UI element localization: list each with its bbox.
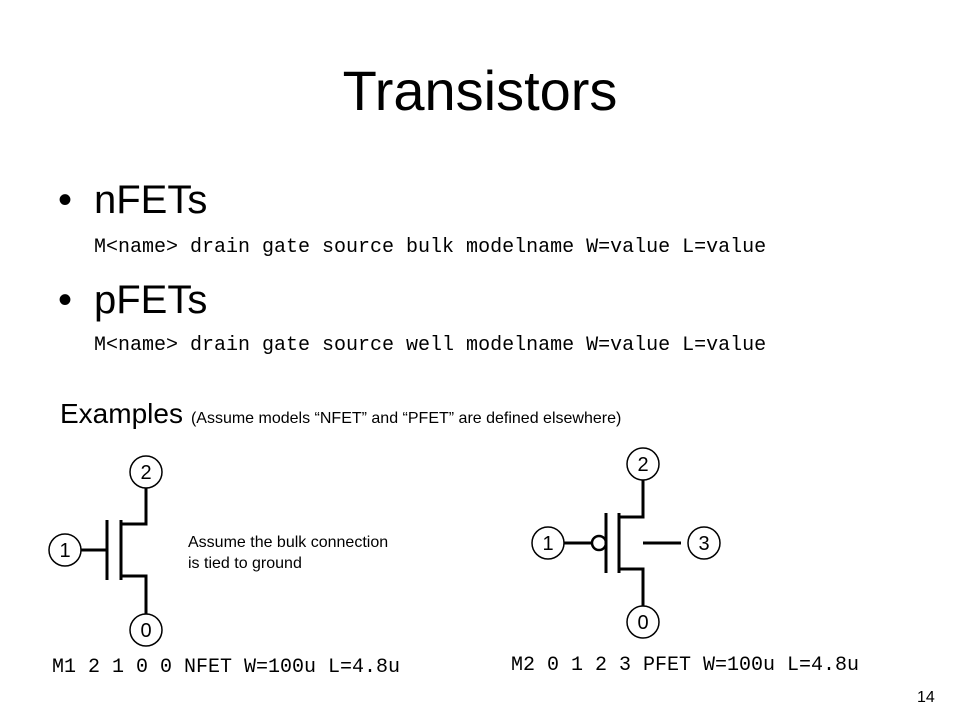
bullet-nfets: • nFETs xyxy=(58,176,207,224)
node-label: 0 xyxy=(140,620,151,642)
pfet-code: M2 0 1 2 3 PFET W=100u L=4.8u xyxy=(511,654,860,677)
slide-title: Transistors xyxy=(342,59,618,122)
pfet-node-gate: 1 xyxy=(531,526,565,560)
nfet-node-source: 0 xyxy=(129,613,163,647)
node-label: 3 xyxy=(698,533,709,555)
nfet-node-gate: 1 xyxy=(48,533,82,567)
bullet-glyph: • xyxy=(58,178,73,222)
bullet-label: pFETs xyxy=(94,278,208,322)
pfet-symbol xyxy=(556,480,681,606)
pfet-syntax: M<name> drain gate source well modelname… xyxy=(94,334,767,357)
node-label: 0 xyxy=(637,612,648,634)
pfet-bubble xyxy=(590,534,608,552)
pfet-node-source: 0 xyxy=(626,605,660,639)
page-number: 14 xyxy=(917,689,935,706)
pfet-source-lead xyxy=(619,567,645,606)
node-label: 2 xyxy=(637,454,648,476)
nfet-node-drain: 2 xyxy=(129,455,163,489)
bulk-note-line: Assume the bulk connection xyxy=(188,534,389,551)
node-label: 2 xyxy=(140,462,151,484)
examples-note: (Assume models “NFET” and “PFET” are def… xyxy=(190,410,622,427)
bullet-glyph: • xyxy=(58,278,73,322)
bulk-note: Assume the bulk connection is tied to gr… xyxy=(188,532,388,574)
pfet-drain-lead xyxy=(619,480,645,519)
node-label: 1 xyxy=(59,540,70,562)
bulk-note-line: is tied to ground xyxy=(188,555,302,572)
nfet-symbol xyxy=(73,488,148,614)
node-label: 1 xyxy=(542,533,553,555)
nfet-drain-lead xyxy=(121,488,148,526)
nfet-source-lead xyxy=(121,574,148,614)
examples-heading: Examples (Assume models “NFET” and “PFET”… xyxy=(60,398,621,430)
pfet-node-well: 3 xyxy=(687,526,721,560)
examples-title: Examples xyxy=(60,398,183,429)
nfet-syntax: M<name> drain gate source bulk modelname… xyxy=(94,236,767,259)
bullet-pfets: • pFETs xyxy=(58,276,207,324)
pfet-node-drain: 2 xyxy=(626,447,660,481)
bullet-label: nFETs xyxy=(94,178,208,222)
nfet-code: M1 2 1 0 0 NFET W=100u L=4.8u xyxy=(52,656,401,679)
